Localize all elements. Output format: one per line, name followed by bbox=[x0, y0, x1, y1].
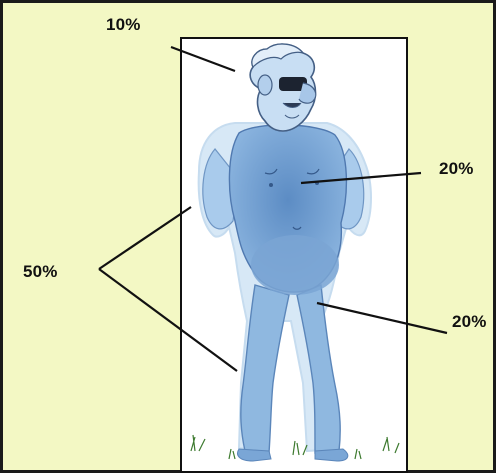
legs-percent-label: 20% bbox=[452, 312, 487, 332]
torso-percent-label: 20% bbox=[439, 159, 474, 179]
figure-canvas bbox=[3, 3, 496, 476]
head-pointer-line bbox=[171, 47, 235, 71]
head-percent-label: 10% bbox=[106, 15, 141, 35]
arms-pointer-line-upper bbox=[99, 207, 191, 269]
head bbox=[250, 44, 316, 131]
arms-pointer-line-lower bbox=[99, 269, 237, 371]
grass bbox=[191, 435, 399, 459]
arms-percent-label: 50% bbox=[23, 262, 58, 282]
legs-pointer-line bbox=[317, 303, 447, 333]
